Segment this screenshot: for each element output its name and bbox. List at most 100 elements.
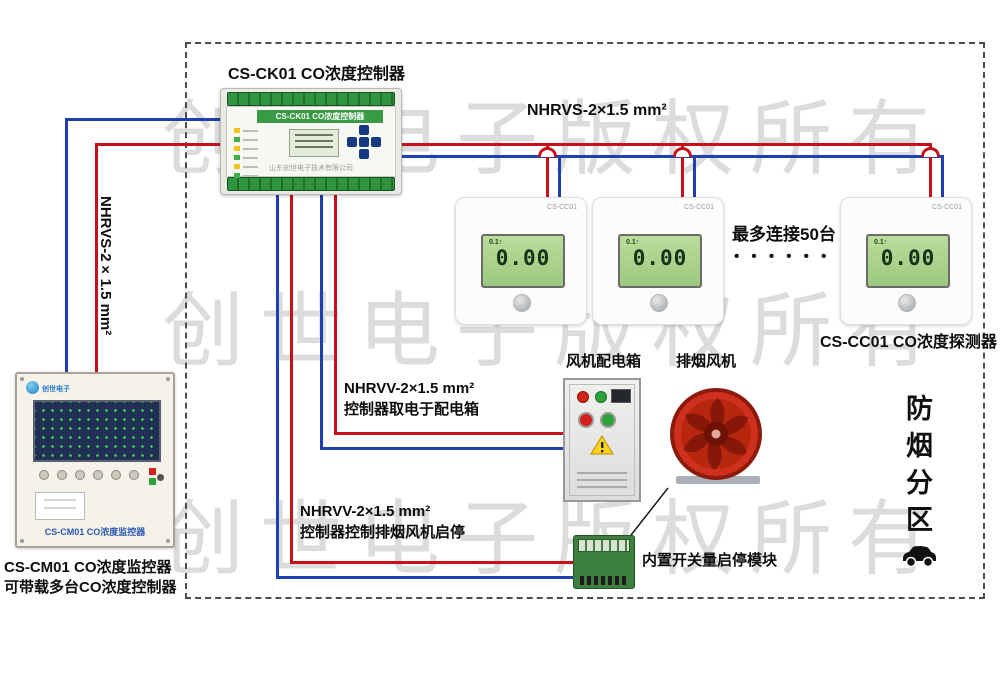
detector-model-label: CS-CC01 <box>547 204 577 211</box>
detector-lcd: 0.1↑ 0.00 <box>866 234 950 288</box>
smoke-zone-border <box>185 42 985 599</box>
led-row <box>234 137 258 142</box>
cable-power-label-2: 控制器取电于配电箱 <box>344 401 480 418</box>
led-row <box>234 164 258 169</box>
led-icon <box>234 173 240 178</box>
co-detector: CS-CC01 0.1↑ 0.00 <box>592 197 724 325</box>
wire-red-drop <box>546 143 549 199</box>
led-icon <box>234 164 240 169</box>
screw-icon <box>20 539 24 543</box>
module-caption: 内置开关量启停模块 <box>642 552 778 569</box>
fan-distribution-box <box>563 378 641 502</box>
co-controller-device: CS-CK01 CO浓度控制器 山东创世电子技术有限公司 <box>220 88 402 195</box>
paper-slip <box>35 492 85 520</box>
detector-lcd-status: 0.1↑ <box>626 239 640 246</box>
wire-blue-drop <box>558 155 561 199</box>
cable-power-label-1: NHRVV-2×1.5 mm² <box>344 380 475 397</box>
detector-model-label: CS-CC01 <box>684 204 714 211</box>
controller-button-ok <box>359 137 369 147</box>
led-indicators <box>234 128 258 182</box>
keyhole-icon <box>157 474 164 481</box>
wire-hop <box>538 147 557 157</box>
smoke-zone-label: 防烟分区 <box>902 394 932 542</box>
wire-red <box>95 143 223 146</box>
wire-blue <box>65 118 68 375</box>
exhaust-fan-image <box>670 388 762 484</box>
wire-blue <box>65 118 223 121</box>
wire-blue <box>320 447 566 450</box>
vent-line <box>577 472 627 474</box>
terminal-strip <box>227 92 395 106</box>
monitor-button <box>39 470 49 480</box>
controller-button-right <box>371 137 381 147</box>
wire-blue <box>276 576 578 579</box>
brand-logo-icon <box>650 294 668 312</box>
button-red-icon <box>578 412 594 428</box>
controller-button-down <box>359 149 369 159</box>
led-row <box>234 146 258 151</box>
monitor-caption-2: 可带载多台CO浓度控制器 <box>4 579 177 596</box>
brand-logo-icon <box>513 294 531 312</box>
wire-red <box>290 191 293 564</box>
wire-red <box>290 561 578 564</box>
detector-model-label: CS-CC01 <box>932 204 962 211</box>
switch-module <box>573 535 635 589</box>
detector-lcd: 0.1↑ 0.00 <box>481 234 565 288</box>
vent-line <box>577 479 627 481</box>
wire-hop <box>673 147 692 157</box>
wire-red-drop <box>681 143 684 199</box>
button-green-icon <box>600 412 616 428</box>
wire-blue-drop <box>941 155 944 199</box>
led-row <box>234 155 258 160</box>
wire-red <box>95 143 98 375</box>
detector-lcd-value: 0.00 <box>632 246 688 270</box>
controller-panel: CS-CK01 CO浓度控制器 山东创世电子技术有限公司 <box>226 106 396 178</box>
controller-button-up <box>359 125 369 135</box>
cable-label-top: NHRVS-2×1.5 mm² <box>527 102 667 119</box>
controller-display <box>289 129 339 157</box>
box-frame <box>569 384 635 496</box>
module-pins <box>580 576 628 585</box>
wire-blue <box>276 191 279 579</box>
brand-logo-icon <box>898 294 916 312</box>
led-icon <box>234 137 240 142</box>
wire-blue-bus <box>398 155 944 158</box>
max-connect-label: 最多连接50台 <box>732 225 836 244</box>
monitor-led-screen <box>33 400 161 462</box>
wire-red-drop <box>929 143 932 199</box>
indicator-red-icon <box>149 468 156 475</box>
monitor-button <box>93 470 103 480</box>
wire-red-bus <box>398 143 932 146</box>
wire-red <box>334 191 337 435</box>
monitor-device-label: CS-CM01 CO浓度监控器 <box>44 527 146 537</box>
indicator-green-icon <box>149 478 156 485</box>
led-row <box>234 128 258 133</box>
monitor-button <box>129 470 139 480</box>
detector-lcd-value: 0.00 <box>880 246 936 270</box>
monitor-button <box>57 470 67 480</box>
indicator-green-icon <box>595 391 607 403</box>
co-detector: CS-CC01 0.1↑ 0.00 <box>840 197 972 325</box>
wire-blue-drop <box>693 155 696 199</box>
screw-icon <box>20 377 24 381</box>
monitor-button <box>111 470 121 480</box>
wire-hop <box>921 147 940 157</box>
led-icon <box>234 146 240 151</box>
meter-display <box>611 389 631 403</box>
co-detector: CS-CC01 0.1↑ 0.00 <box>455 197 587 325</box>
screw-icon <box>166 539 170 543</box>
terminal-strip <box>578 539 630 552</box>
controller-title: CS-CK01 CO浓度控制器 <box>228 66 405 83</box>
controller-footer-label: 山东创世电子技术有限公司 <box>269 165 353 172</box>
controller-header-label: CS-CK01 CO浓度控制器 <box>257 110 383 123</box>
cable-label-left: NHRVS-2×1.5 mm² <box>97 196 114 336</box>
monitor-button <box>75 470 85 480</box>
screw-icon <box>166 377 170 381</box>
co-monitor-device: 创世电子 CS-CM01 CO浓度监控器 <box>15 372 175 548</box>
vent-line <box>577 486 627 488</box>
detector-lcd-status: 0.1↑ <box>874 239 888 246</box>
detector-lcd-status: 0.1↑ <box>489 239 503 246</box>
indicator-red-icon <box>577 391 589 403</box>
monitor-caption-1: CS-CM01 CO浓度监控器 <box>4 559 172 576</box>
